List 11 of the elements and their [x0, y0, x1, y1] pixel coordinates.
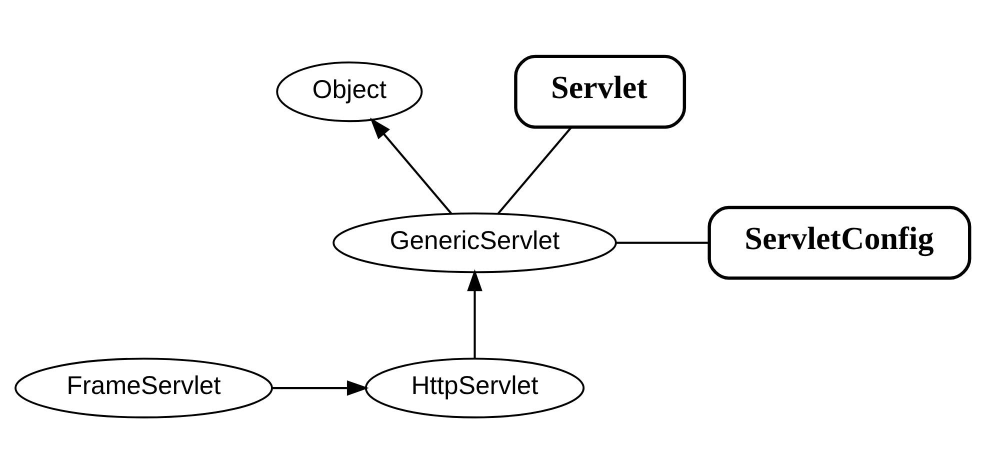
arrow [272, 380, 369, 396]
node-ellipse: Object [276, 61, 423, 122]
node-ellipse: FrameServlet [14, 358, 273, 418]
connector [616, 242, 710, 244]
arrow [467, 269, 482, 358]
arrow [370, 118, 452, 214]
node-ellipse: HttpServlet [364, 358, 585, 418]
connector [498, 126, 572, 214]
node-box: ServletConfig [708, 206, 972, 280]
node-ellipse: GenericServlet [332, 212, 617, 274]
node-box: Servlet [514, 54, 686, 129]
